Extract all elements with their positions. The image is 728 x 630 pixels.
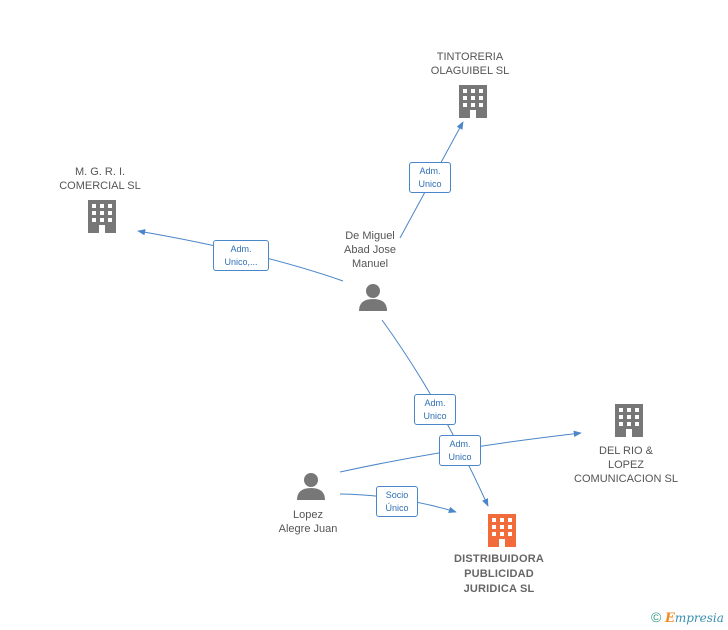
person-icon[interactable] [359, 284, 387, 311]
building-icon[interactable] [459, 85, 487, 118]
edge-label-lopez-to-distribuidora[interactable]: Socio Único [376, 486, 418, 517]
person-icon[interactable] [297, 473, 325, 500]
empresia-logo[interactable]: © Empresia [651, 609, 724, 626]
edge-label-lopez-to-delrio[interactable]: Adm. Unico [439, 435, 481, 466]
building-icon[interactable] [88, 200, 116, 233]
brand-initial: E [664, 611, 675, 626]
edge-label-demiguel-to-distribuidora[interactable]: Adm. Unico [414, 394, 456, 425]
edge-label-to-tintoreria[interactable]: Adm. Unico [409, 162, 451, 193]
company-label-delrio[interactable]: DEL RIO & LOPEZ COMUNICACION SL [574, 445, 678, 485]
person-label-demiguel[interactable]: De Miguel Abad Jose Manuel [344, 230, 396, 270]
company-label-distribuidora[interactable]: DISTRIBUIDORA PUBLICIDAD JURIDICA SL [454, 553, 544, 595]
copyright-symbol: © [651, 609, 662, 625]
main-building-icon[interactable] [488, 514, 516, 547]
company-label-tintoreria[interactable]: TINTORERIA OLAGUIBEL SL [430, 51, 510, 77]
brand-name: mpresia [674, 611, 724, 625]
company-label-mgri[interactable]: M. G. R. I. COMERCIAL SL [59, 166, 141, 192]
building-icon[interactable] [615, 404, 643, 437]
person-label-lopez[interactable]: Lopez Alegre Juan [278, 509, 338, 535]
edge-label-to-mgri[interactable]: Adm. Unico,... [213, 240, 269, 271]
